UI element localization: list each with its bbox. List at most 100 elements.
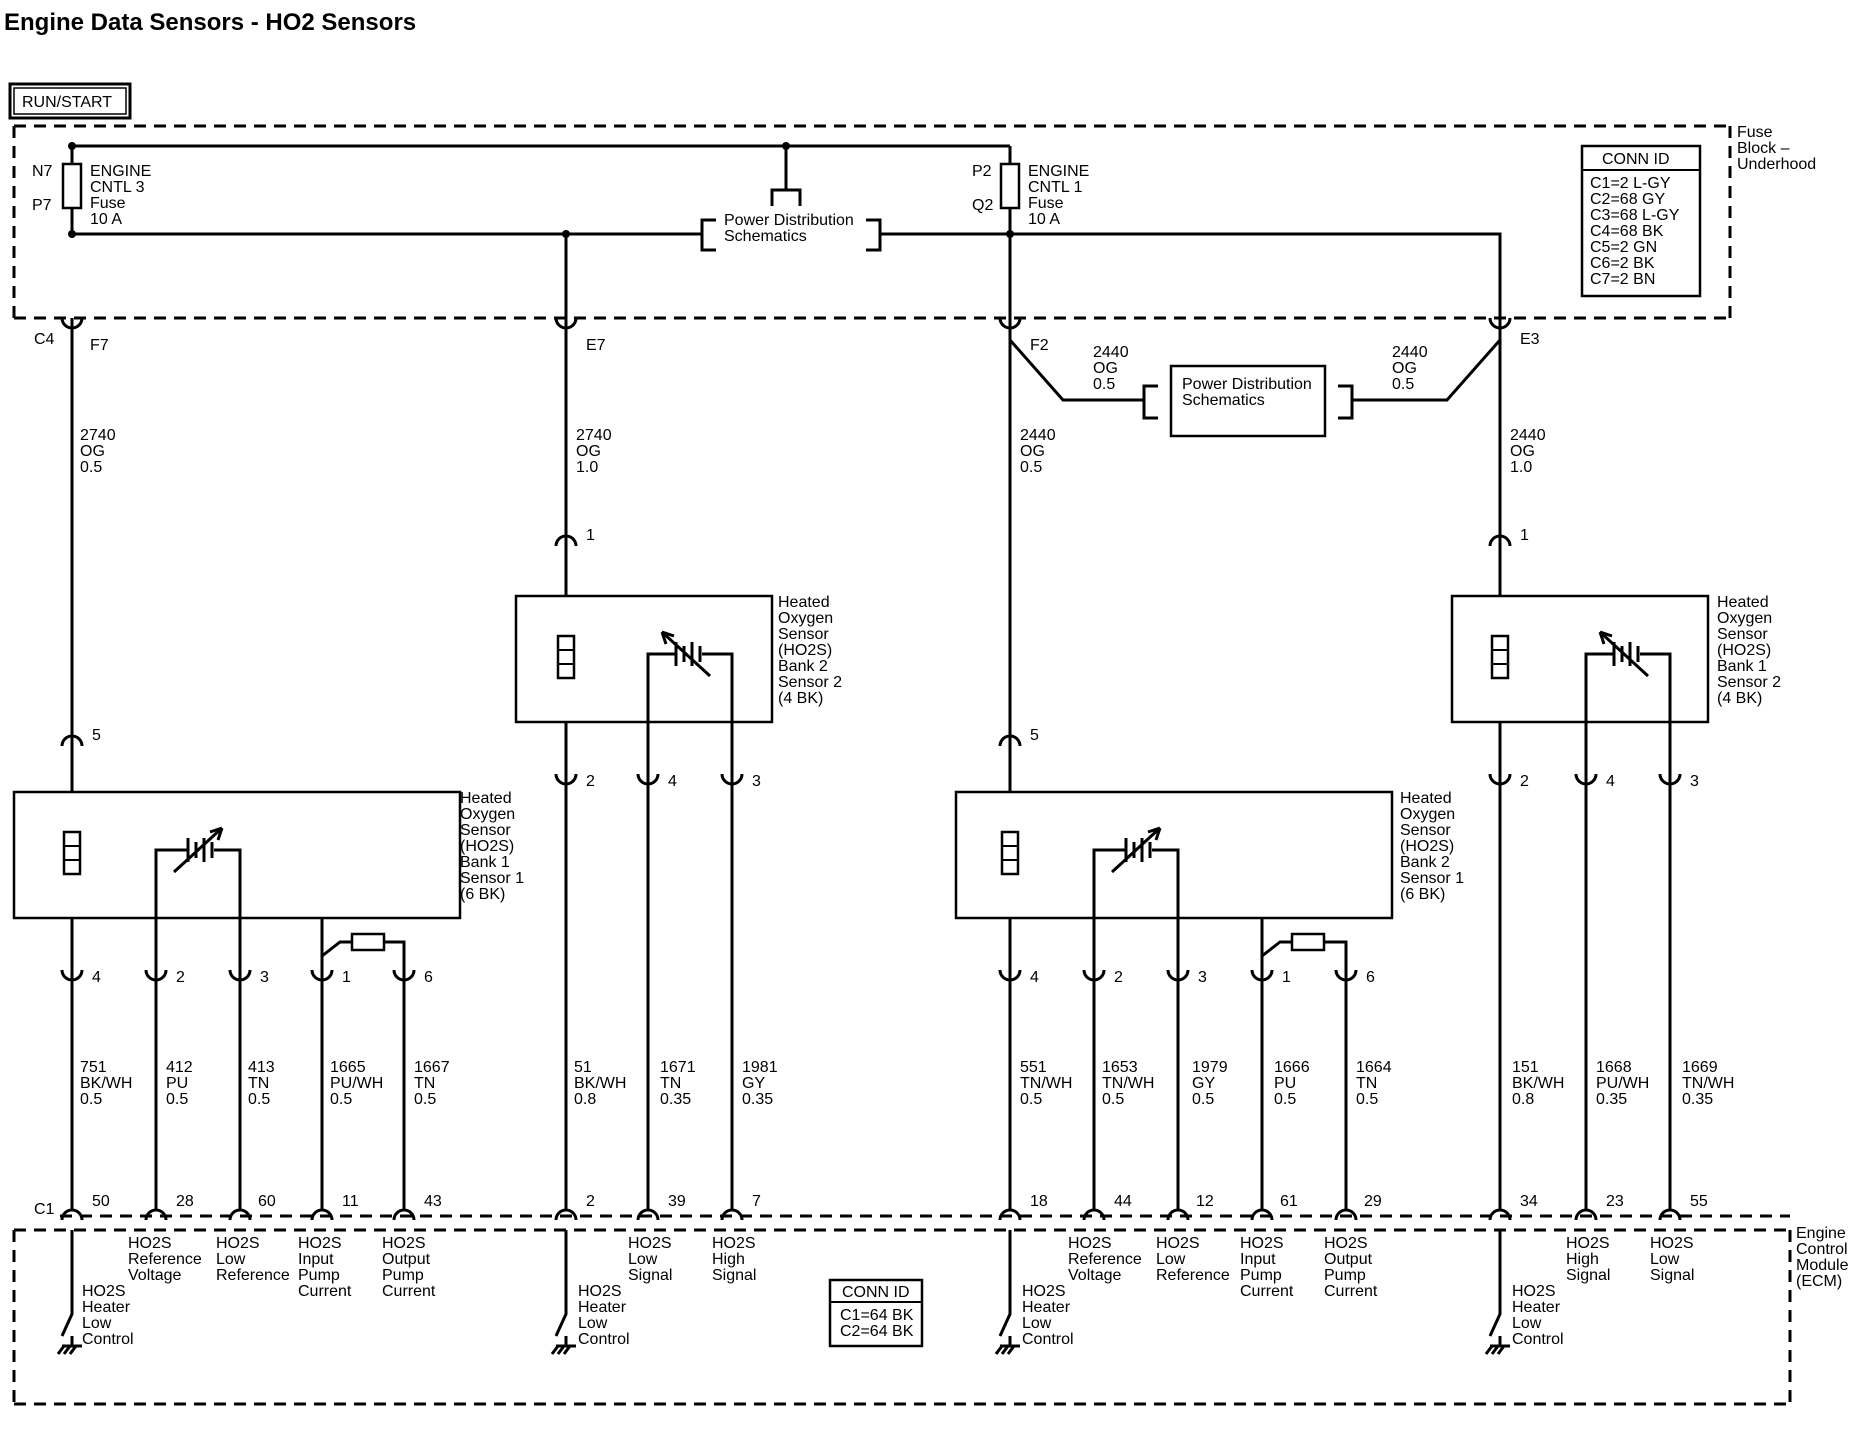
svg-text:P2: P2	[972, 163, 992, 180]
svg-text:3: 3	[260, 969, 269, 986]
sensor-output-connectors	[60, 773, 1682, 982]
ho2s-bank1-sensor1	[12, 790, 462, 920]
svg-text:1: 1	[586, 527, 595, 544]
svg-text:2: 2	[1114, 969, 1123, 986]
svg-text:E7: E7	[586, 337, 606, 354]
ho2s-bank2-sensor2	[514, 594, 774, 724]
svg-text:55: 55	[1690, 1193, 1708, 1210]
svg-text:3: 3	[752, 773, 761, 790]
svg-text:C1: C1	[34, 1201, 55, 1218]
svg-text:4: 4	[1030, 969, 1039, 986]
fuse-block-outline	[12, 124, 1732, 320]
sensor-output-pin-labels: 4 2 3 1 6 2 4 3 4 2 3 1 6 2 4 3	[92, 773, 1699, 986]
svg-text:1: 1	[1282, 969, 1291, 986]
svg-text:3: 3	[1690, 773, 1699, 790]
svg-text:4: 4	[92, 969, 101, 986]
svg-text:4: 4	[668, 773, 677, 790]
svg-text:F7: F7	[90, 337, 109, 354]
svg-text:60: 60	[258, 1193, 276, 1210]
svg-text:C4: C4	[34, 331, 55, 348]
svg-text:E3: E3	[1520, 331, 1540, 348]
svg-text:23: 23	[1606, 1193, 1624, 1210]
branch-wire-left	[564, 318, 1144, 546]
svg-text:5: 5	[92, 727, 101, 744]
page-title: Engine Data Sensors - HO2 Sensors	[4, 9, 416, 36]
svg-text:29: 29	[1364, 1193, 1382, 1210]
svg-text:6: 6	[424, 969, 433, 986]
engine-cntl-3-fuse	[61, 162, 83, 210]
ecm-outline	[12, 1228, 1792, 1406]
ecm-pin-numbers: 50 28 60 11 43 2 39 7 18 44 12 61 29 34 …	[92, 1193, 1708, 1210]
run-start-box	[8, 82, 132, 120]
svg-text:61: 61	[1280, 1193, 1298, 1210]
svg-text:50: 50	[92, 1193, 110, 1210]
svg-text:3: 3	[1198, 969, 1207, 986]
svg-text:11: 11	[342, 1193, 359, 1210]
svg-text:6: 6	[1366, 969, 1375, 986]
heater-elements	[62, 634, 1510, 876]
svg-text:N7: N7	[32, 163, 53, 180]
pump-current-resistors	[320, 918, 1348, 980]
sensing-cells	[154, 630, 1672, 980]
signal-wires	[154, 782, 1672, 1210]
sensor-supply-connectors	[60, 534, 1512, 747]
engine-cntl-1-fuse	[999, 162, 1021, 210]
fuse-output-bus	[72, 232, 1502, 318]
svg-text:2: 2	[586, 1193, 595, 1210]
svg-text:18: 18	[1030, 1193, 1048, 1210]
svg-text:28: 28	[176, 1193, 194, 1210]
svg-text:4: 4	[1606, 773, 1615, 790]
svg-text:1: 1	[342, 969, 351, 986]
svg-text:39: 39	[668, 1193, 686, 1210]
svg-text:Q2: Q2	[972, 197, 993, 214]
svg-text:P7: P7	[32, 197, 52, 214]
svg-text:44: 44	[1114, 1193, 1132, 1210]
svg-text:CONN ID: CONN ID	[1602, 151, 1670, 168]
svg-text:1: 1	[1520, 527, 1529, 544]
